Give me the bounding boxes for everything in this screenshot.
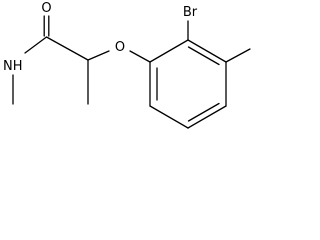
ring-bond-c4-c5 <box>187 105 227 129</box>
label-amide-nitrogen: NH <box>3 59 23 74</box>
ring-bond-c5-c6 <box>149 105 189 129</box>
label-ether-oxygen: O <box>115 40 125 55</box>
bond-ring-to-methyl <box>225 48 251 63</box>
label-bromine: Br <box>183 5 198 20</box>
ring-bond-c1-c2 <box>149 39 189 63</box>
bond-alpha-carbon-to-ether-oxygen <box>87 50 110 61</box>
bond-carbonyl-to-nitrogen <box>24 36 48 54</box>
ring-bond-c2-c3 <box>187 39 227 63</box>
ring-inner-bond-c4-c5 <box>187 102 220 122</box>
bond-carbonyl-to-alpha-carbon <box>45 36 89 61</box>
bond-ether-oxygen-to-ring <box>129 50 151 63</box>
ring-inner-bond-c2-c3 <box>187 46 220 66</box>
label-carbonyl-oxygen: O <box>41 1 51 16</box>
skeletal-formula: O NH O Br <box>3 1 251 129</box>
